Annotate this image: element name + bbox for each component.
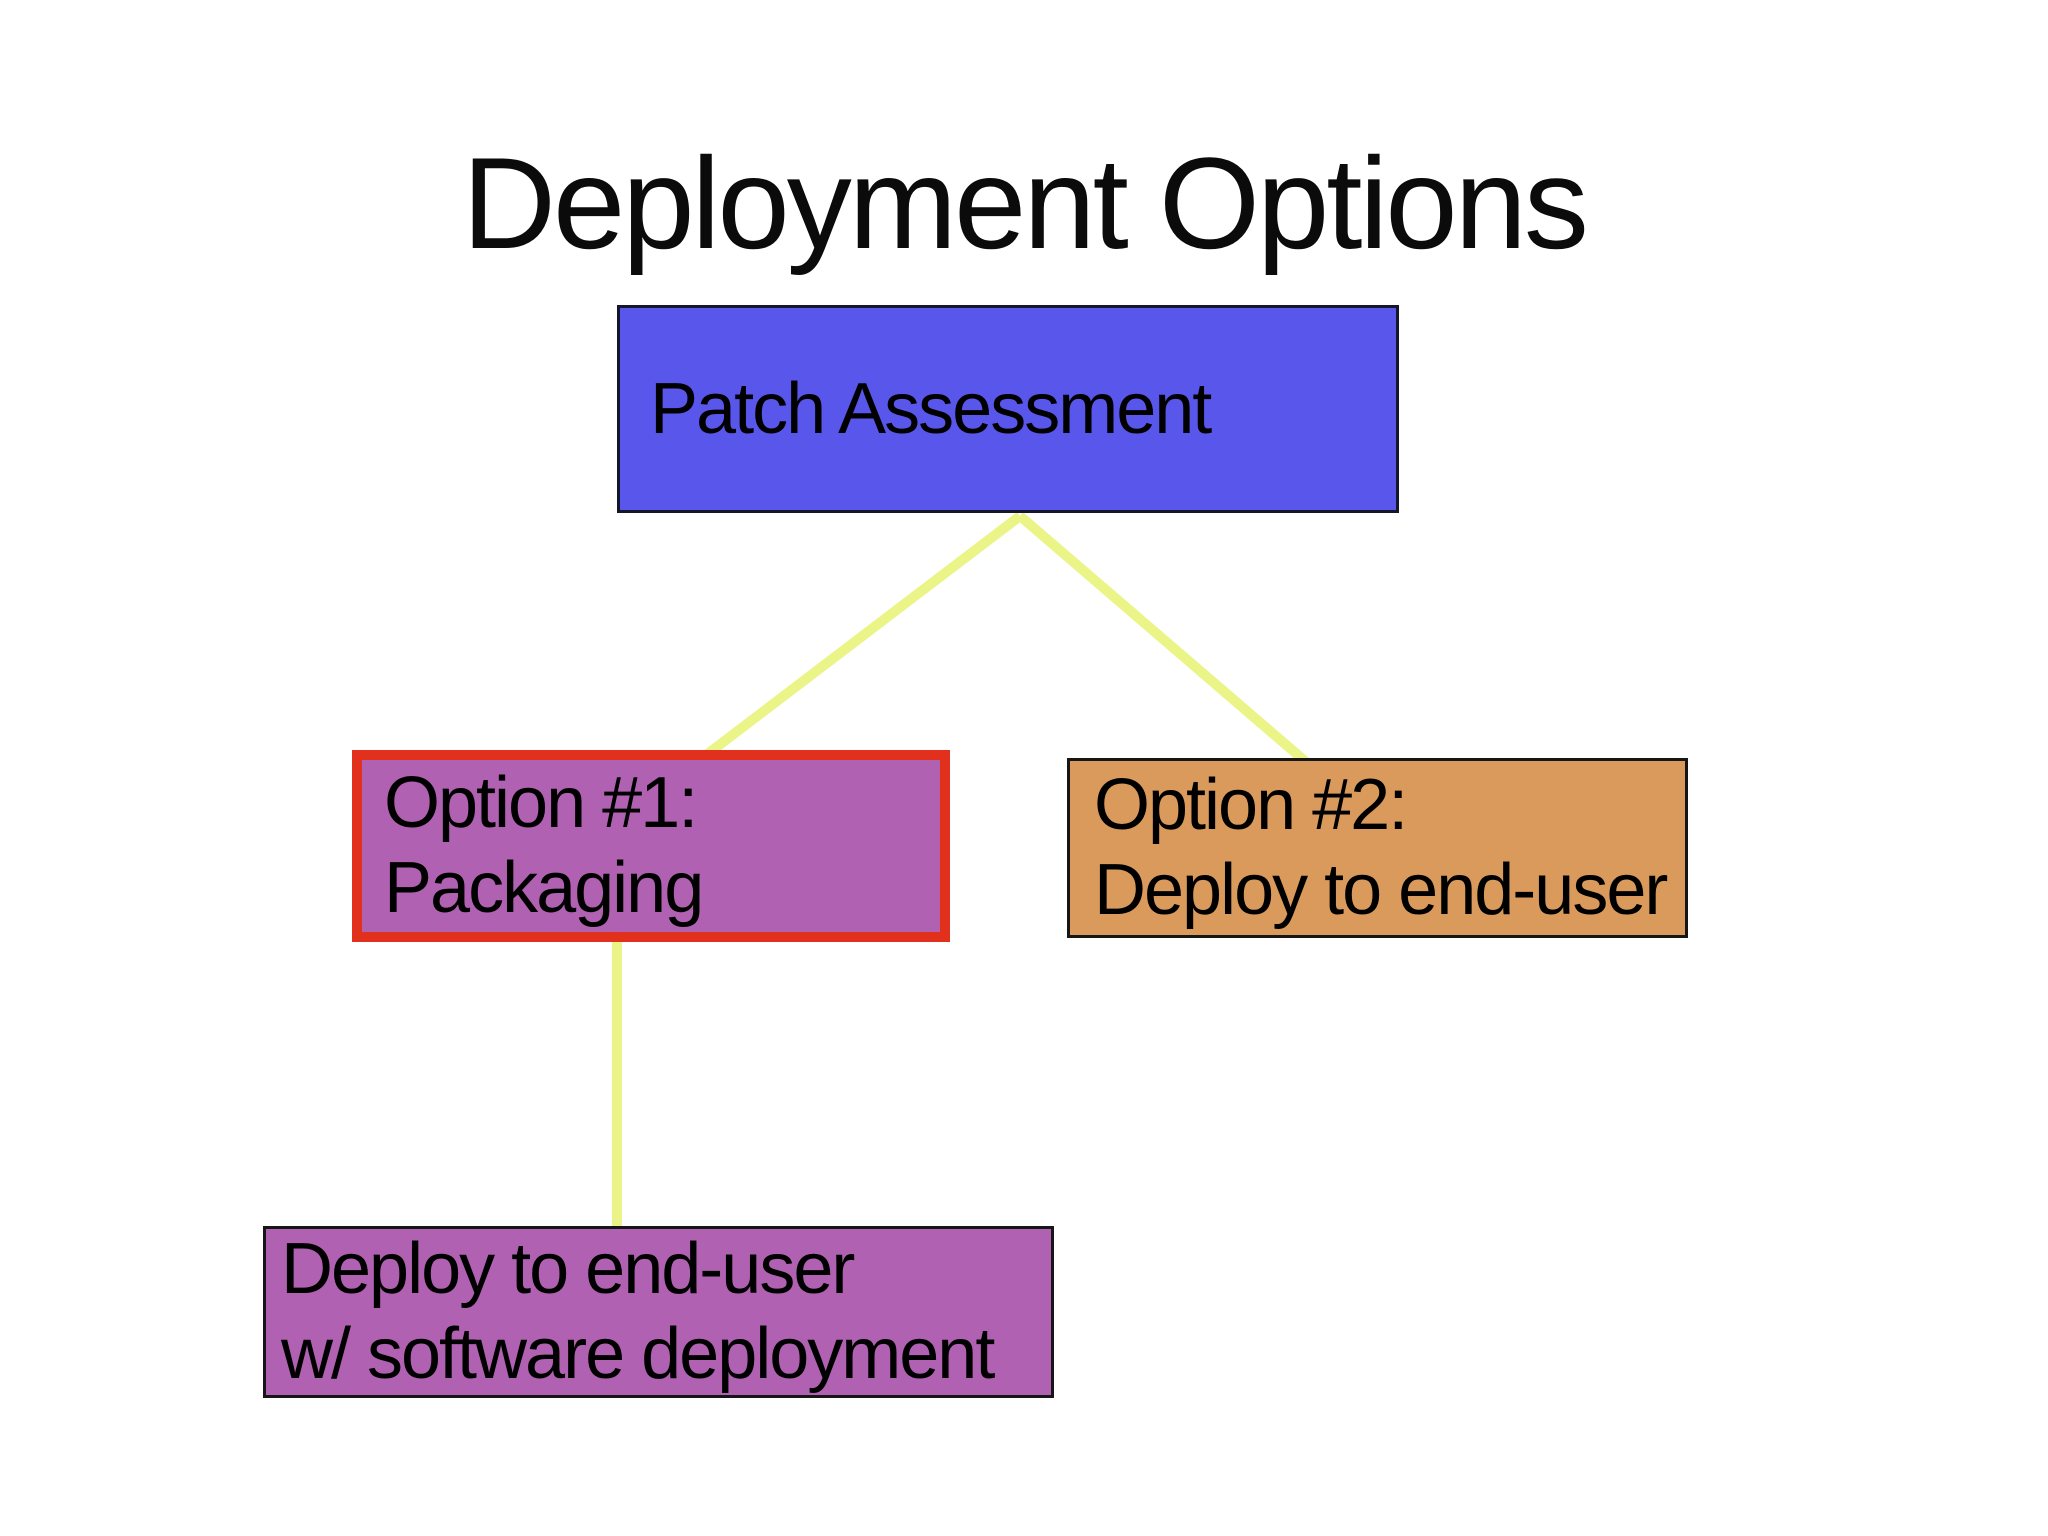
- option1-packaging-box: Option #1: Packaging: [352, 750, 950, 942]
- deploy-label-line1: Deploy to end-user: [281, 1229, 855, 1310]
- deploy-software-deployment-box: Deploy to end-user w/ software deploymen…: [263, 1226, 1054, 1398]
- deploy-label-line2: w/ software deployment: [281, 1314, 995, 1394]
- connector-patch-to-option1: [693, 512, 1024, 766]
- option2-label-line2: Deploy to end-user: [1094, 850, 1668, 930]
- option2-deploy-box: Option #2: Deploy to end-user: [1067, 758, 1688, 938]
- patch-assessment-box: Patch Assessment: [617, 305, 1399, 513]
- connector-patch-to-option2: [1016, 512, 1317, 772]
- patch-assessment-label: Patch Assessment: [650, 368, 1212, 449]
- option1-label-line2: Packaging: [384, 848, 704, 928]
- option1-label-line1: Option #1:: [384, 763, 698, 844]
- option2-label-line1: Option #2:: [1094, 765, 1408, 846]
- slide-title: Deployment Options: [462, 130, 1589, 276]
